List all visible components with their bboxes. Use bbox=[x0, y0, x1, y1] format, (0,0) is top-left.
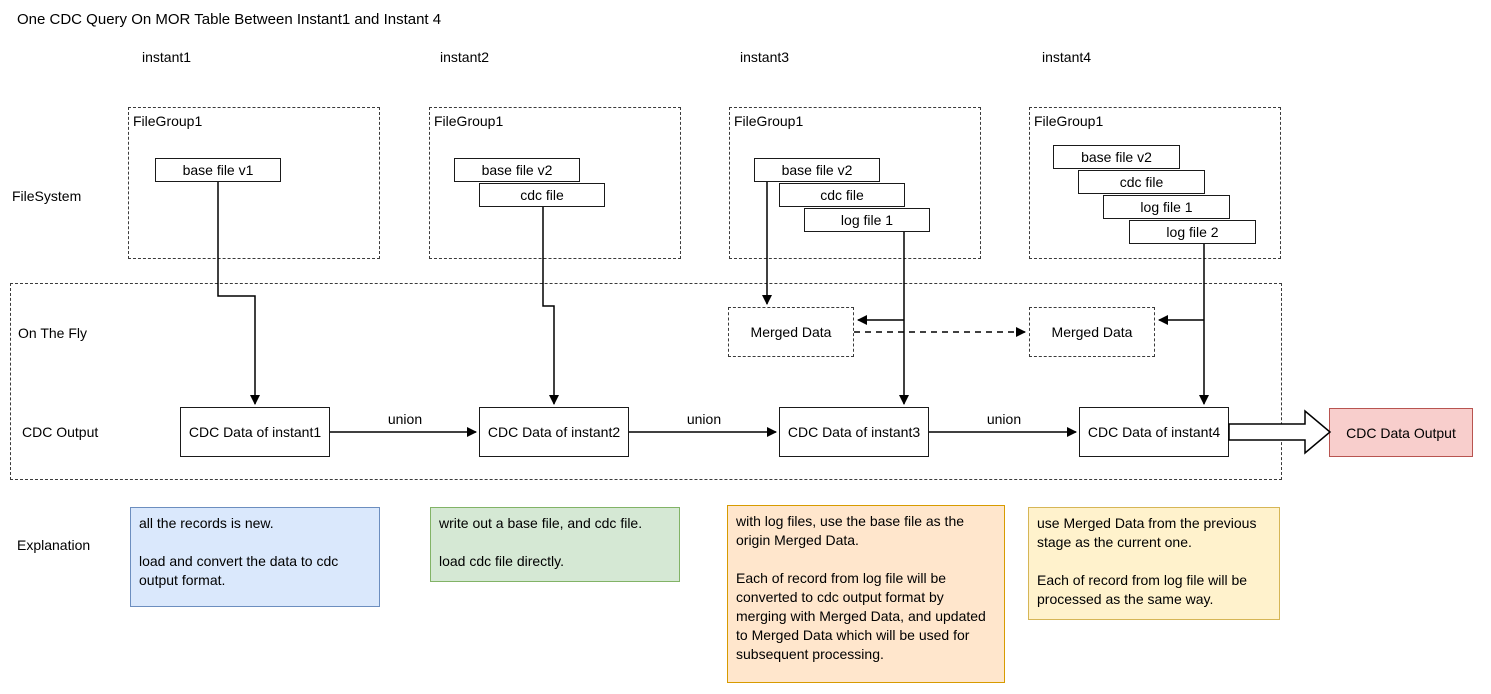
row-label-on-the-fly: On The Fly bbox=[18, 325, 87, 341]
merged-data-instant3: Merged Data bbox=[728, 307, 854, 357]
row-label-cdc-output: CDC Output bbox=[22, 424, 99, 440]
edge-label-union-1: union bbox=[387, 411, 423, 427]
file-cdc-instant2: cdc file bbox=[479, 183, 605, 207]
filegroup-instant1: FileGroup1 bbox=[128, 107, 380, 259]
file-cdc-instant3: cdc file bbox=[779, 183, 905, 207]
explanation-instant1: all the records is new. load and convert… bbox=[130, 507, 380, 607]
file-log2-instant4: log file 2 bbox=[1129, 220, 1256, 244]
explanation-instant4: use Merged Data from the previous stage … bbox=[1028, 507, 1280, 620]
file-log1-instant4: log file 1 bbox=[1103, 195, 1230, 219]
column-label-instant2: instant2 bbox=[440, 49, 490, 65]
cdc-data-instant1: CDC Data of instant1 bbox=[180, 407, 330, 457]
filegroup-instant4: FileGroup1 bbox=[1029, 107, 1281, 259]
file-base-v2-instant3: base file v2 bbox=[754, 158, 880, 182]
edge-label-union-3: union bbox=[986, 411, 1022, 427]
column-label-instant3: instant3 bbox=[740, 49, 790, 65]
filegroup-instant2-label: FileGroup1 bbox=[434, 113, 504, 129]
on-the-fly-region bbox=[10, 283, 1282, 480]
file-base-v2-instant2: base file v2 bbox=[454, 158, 580, 182]
explanation-instant3: with log files, use the base file as the… bbox=[727, 505, 1005, 683]
column-label-instant4: instant4 bbox=[1042, 49, 1092, 65]
file-cdc-instant4: cdc file bbox=[1078, 170, 1205, 194]
filegroup-instant2: FileGroup1 bbox=[429, 107, 681, 259]
filegroup-instant3: FileGroup1 bbox=[729, 107, 981, 259]
file-base-v1-instant1: base file v1 bbox=[155, 158, 281, 182]
merged-data-instant4: Merged Data bbox=[1029, 307, 1155, 357]
cdc-data-instant2: CDC Data of instant2 bbox=[479, 407, 629, 457]
filegroup-instant1-label: FileGroup1 bbox=[133, 113, 203, 129]
edge-label-union-2: union bbox=[686, 411, 722, 427]
cdc-data-output-node: CDC Data Output bbox=[1329, 408, 1473, 457]
explanation-instant2: write out a base file, and cdc file. loa… bbox=[430, 507, 680, 582]
cdc-data-instant3: CDC Data of instant3 bbox=[779, 407, 929, 457]
file-log1-instant3: log file 1 bbox=[804, 208, 930, 232]
filegroup-instant3-label: FileGroup1 bbox=[734, 113, 804, 129]
file-base-v2-instant4: base file v2 bbox=[1053, 145, 1180, 169]
row-label-filesystem: FileSystem bbox=[12, 188, 82, 204]
row-label-explanation: Explanation bbox=[17, 537, 91, 553]
cdc-data-instant4: CDC Data of instant4 bbox=[1079, 407, 1229, 457]
filegroup-instant4-label: FileGroup1 bbox=[1034, 113, 1104, 129]
diagram-title: One CDC Query On MOR Table Between Insta… bbox=[17, 11, 442, 28]
column-label-instant1: instant1 bbox=[142, 49, 192, 65]
